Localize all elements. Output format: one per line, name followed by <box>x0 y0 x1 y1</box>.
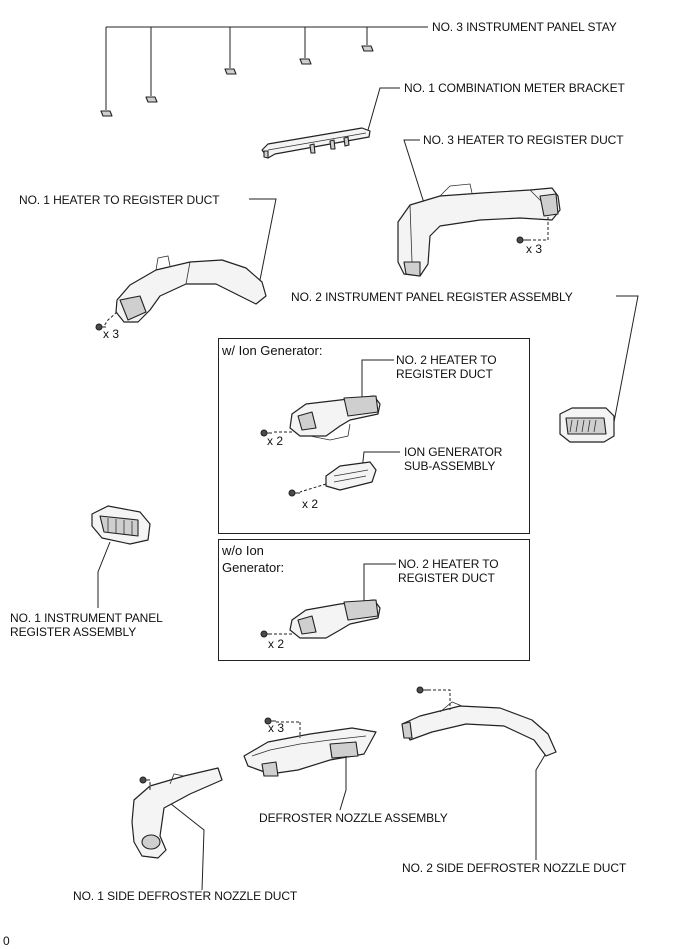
label-meter-bracket: NO. 1 COMBINATION METER BRACKET <box>404 81 625 95</box>
ion-generator-sub-assembly <box>288 451 400 497</box>
stay-clip-2 <box>145 96 158 103</box>
side-defroster-duct-1 <box>131 767 223 891</box>
ion-generator-screw <box>288 489 300 497</box>
ion-box-heater-duct-2 <box>260 359 394 441</box>
ion-generator-box-title: w/ Ion Generator: <box>222 343 323 358</box>
label-register-1-line1: NO. 1 INSTRUMENT PANEL <box>10 611 163 625</box>
label-ion-heater-duct-2-line1: NO. 2 HEATER TO <box>396 353 497 367</box>
label-ion-heater-duct-2-line2: REGISTER DUCT <box>396 367 493 381</box>
stay-clip-5 <box>361 45 374 52</box>
label-ion-generator-line2: SUB-ASSEMBLY <box>404 459 496 473</box>
label-register-2: NO. 2 INSTRUMENT PANEL REGISTER ASSEMBLY <box>291 290 573 304</box>
no-ion-box-heater-duct-2 <box>260 563 396 639</box>
count-ion-duct: x 2 <box>267 434 284 448</box>
heater-duct-1-screw <box>95 323 106 331</box>
no-ion-box-title-line1: w/o Ion <box>222 543 264 558</box>
side-defroster-1-screw <box>139 776 150 784</box>
no-ion-generator-box <box>218 539 530 661</box>
ion-generator-box <box>218 338 530 534</box>
count-ion-generator: x 2 <box>302 497 319 511</box>
count-no-ion-duct: x 2 <box>268 637 285 651</box>
defroster-screw <box>264 717 276 725</box>
stay-clip-3 <box>224 68 237 75</box>
count-heater-duct-3: x 3 <box>526 242 543 256</box>
count-heater-duct-1: x 3 <box>103 327 120 341</box>
label-no-ion-heater-duct-2-line2: REGISTER DUCT <box>398 571 495 585</box>
combination-meter-bracket <box>261 87 400 159</box>
heater-duct-3 <box>397 139 561 277</box>
count-defroster: x 3 <box>268 721 285 735</box>
stay-clip-1 <box>100 110 113 117</box>
defroster-nozzle-assembly <box>243 717 377 811</box>
heater-duct-1 <box>95 198 277 331</box>
side-defroster-duct-2 <box>401 686 557 860</box>
label-panel-stay: NO. 3 INSTRUMENT PANEL STAY <box>432 20 617 34</box>
register-assembly-2 <box>559 295 639 443</box>
label-side-defroster-2: NO. 2 SIDE DEFROSTER NOZZLE DUCT <box>402 861 627 875</box>
label-side-defroster-1: NO. 1 SIDE DEFROSTER NOZZLE DUCT <box>73 889 298 903</box>
label-heater-duct-1: NO. 1 HEATER TO REGISTER DUCT <box>19 193 220 207</box>
instrument-panel-stay-group <box>100 26 428 117</box>
heater-duct-3-screw <box>516 236 528 244</box>
label-heater-duct-3: NO. 3 HEATER TO REGISTER DUCT <box>423 133 624 147</box>
label-ion-generator-line1: ION GENERATOR <box>404 445 503 459</box>
label-no-ion-heater-duct-2-line1: NO. 2 HEATER TO <box>398 557 499 571</box>
label-register-1-line2: REGISTER ASSEMBLY <box>10 625 137 639</box>
ion-box-duct-screw <box>260 429 272 437</box>
illustration-id: 0 <box>3 934 10 948</box>
no-ion-box-duct-screw <box>260 630 272 638</box>
register-assembly-1 <box>91 505 151 608</box>
label-defroster-nozzle: DEFROSTER NOZZLE ASSEMBLY <box>259 811 448 825</box>
side-defroster-2-screw <box>416 686 428 694</box>
stay-clip-4 <box>299 58 312 65</box>
no-ion-box-title-line2: Generator: <box>222 560 285 575</box>
